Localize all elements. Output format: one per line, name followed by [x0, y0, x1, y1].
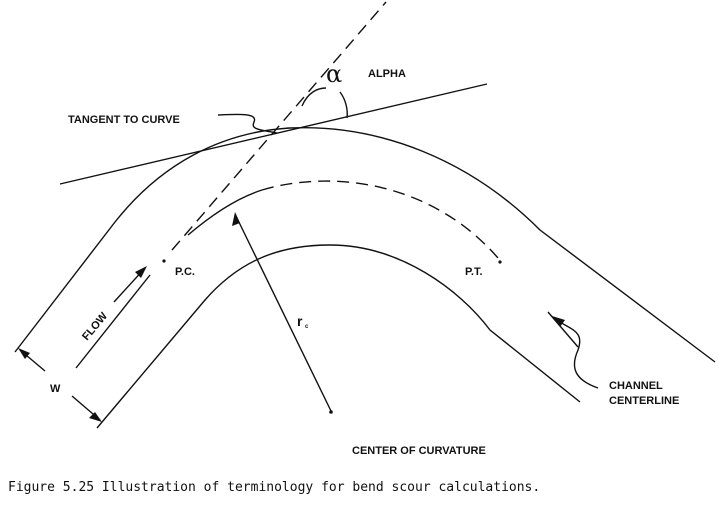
centerline-label: CENTERLINE	[609, 395, 679, 407]
extension-line	[171, 1, 387, 251]
centerline-right	[547, 311, 579, 348]
centerline-dashed	[261, 180, 499, 259]
width-label: W	[50, 383, 61, 395]
rc-label: r	[297, 313, 303, 329]
pc-label: P.C.	[175, 266, 195, 278]
radius-line	[234, 213, 332, 412]
pt-label: P.T.	[465, 266, 483, 278]
width-arrowhead-upper	[18, 348, 30, 359]
center-of-curvature-point	[329, 410, 333, 414]
channel-leader	[553, 317, 599, 389]
outer-bank	[14, 127, 716, 363]
channel-label: CHANNEL	[609, 380, 663, 392]
inner-bank	[96, 244, 581, 429]
pt-point	[498, 260, 502, 264]
alpha-label: ALPHA	[368, 68, 406, 80]
centerline-curve	[187, 189, 263, 236]
tangent-label: TANGENT TO CURVE	[68, 114, 180, 126]
figure-caption: Figure 5.25 Illustration of terminology …	[8, 480, 541, 495]
pc-point	[162, 259, 166, 263]
rc-subscript: c	[305, 324, 309, 330]
tangent-leader	[217, 113, 278, 134]
flow-arrowhead	[135, 266, 147, 278]
tangent-line	[59, 83, 488, 185]
flow-label: FLOW	[80, 310, 110, 343]
alpha-arc-2	[339, 91, 348, 119]
alpha-arc	[301, 87, 327, 107]
channel-leader-arrowhead	[552, 316, 565, 327]
radius-arrowhead	[232, 212, 240, 226]
center-label: CENTER OF CURVATURE	[352, 445, 486, 457]
alpha-symbol: α	[326, 60, 342, 88]
width-arrowhead-lower	[89, 412, 102, 422]
centerline-lower	[75, 274, 151, 369]
